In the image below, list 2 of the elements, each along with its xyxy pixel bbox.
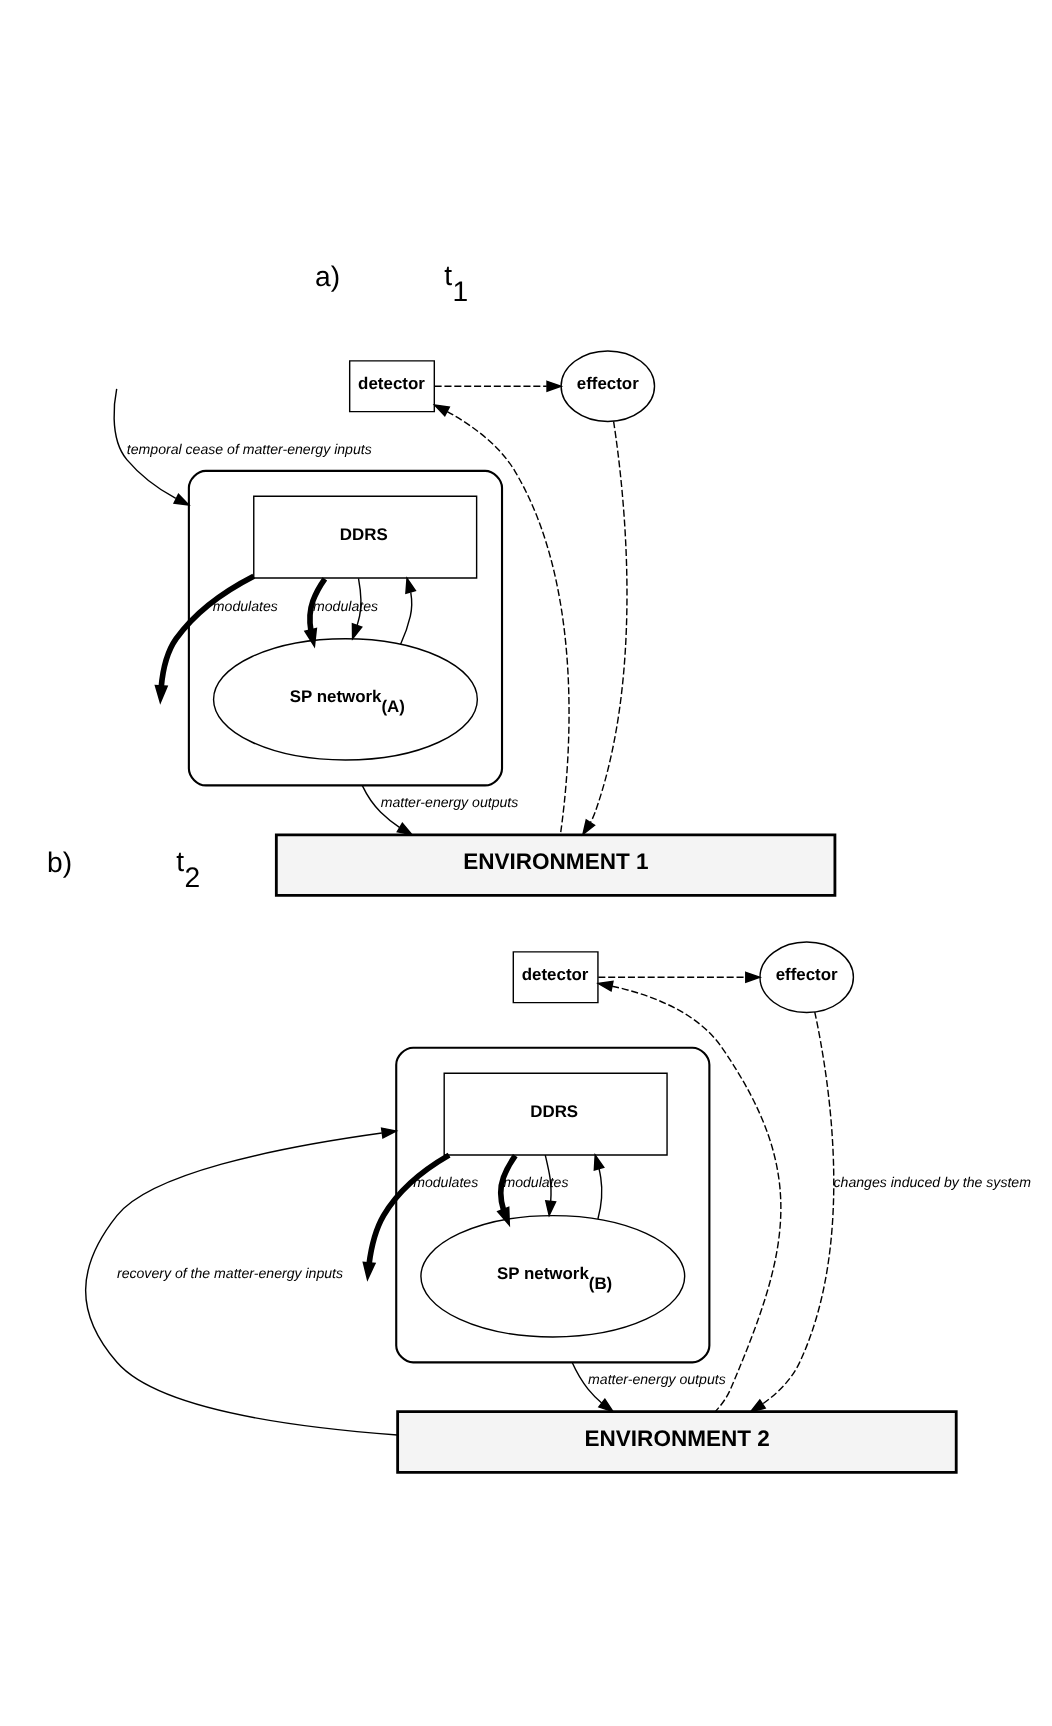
label: a) bbox=[315, 260, 341, 293]
label: b) bbox=[47, 846, 73, 879]
